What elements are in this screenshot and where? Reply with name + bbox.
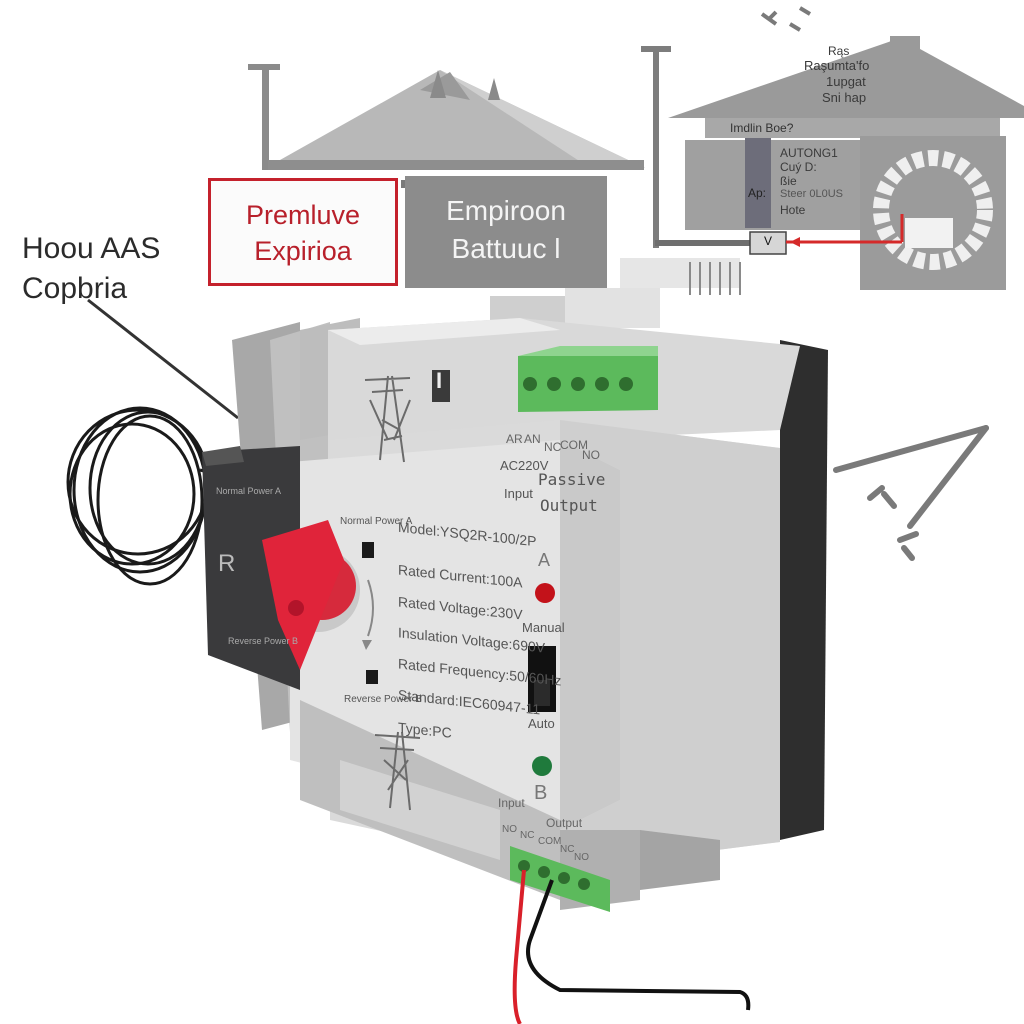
top-terminal-label-3: NC [544, 440, 562, 454]
top-glyph: I [436, 368, 443, 393]
power-tower-icon-bottom [374, 731, 421, 811]
knob-bottom-text: Reverse Power B [344, 694, 422, 705]
panel-title: Imdlin Boe? [730, 121, 794, 135]
bottom-terminal-label-3: COM [538, 836, 562, 847]
callout-line-1: Hoou AAS [22, 232, 161, 265]
indicator-a-led [535, 583, 555, 603]
output-label: Output [540, 496, 598, 515]
top-terminal-label-5: NO [582, 448, 600, 462]
cable-ties-drawing [833, 425, 989, 561]
bottom-terminal-label-2: NC [520, 830, 535, 841]
left-module [202, 446, 300, 690]
auto-label: Auto [528, 716, 555, 731]
callout-line-2: Copbria [22, 272, 128, 305]
top-terminal-label-1: AR [506, 432, 523, 446]
bottom-output-label: Output [546, 816, 583, 830]
left-module-top-text: Normal Power A [216, 486, 282, 496]
bottom-terminal-label-1: NO [502, 824, 517, 835]
roof-text-3: 1upgat [826, 74, 866, 89]
left-module-letter: R [218, 550, 236, 577]
passive-label: Passive [538, 470, 606, 489]
indicator-a-label: A [538, 550, 551, 570]
bottom-terminal-block [510, 846, 610, 912]
top-terminal-label-4: COM [560, 438, 588, 452]
panel-text-3: ßie [780, 174, 797, 188]
panel-text-4: Steer 0L0US [780, 188, 843, 200]
top-terminal-block [518, 346, 658, 412]
red-wire [512, 869, 526, 1024]
junction-label: V [764, 234, 773, 248]
battery-box-line-1: Empiroon [446, 195, 566, 226]
callout-pointer [87, 298, 239, 420]
ats-switch-device [232, 318, 828, 910]
battery-box: Empiroon Battuuc l [405, 176, 607, 288]
left-module-bottom-text: Reverse Power B [228, 636, 299, 646]
decor-scribbles [760, 6, 812, 32]
window-b [366, 670, 378, 684]
input-label: Input [504, 486, 533, 501]
manual-label: Manual [522, 620, 565, 635]
panel-text-5: Hote [780, 203, 806, 217]
window-a [362, 542, 374, 558]
left-house-drawing [248, 64, 645, 188]
top-marker [432, 370, 450, 402]
selector-knob [262, 520, 374, 670]
battery-box-line-2: Battuuc l [451, 233, 561, 264]
indicator-b-label: B [534, 782, 548, 804]
black-wire [526, 879, 751, 1011]
roof-text-2: Raşumta'fo [804, 58, 870, 73]
bottom-terminal-label-5: NO [574, 852, 589, 863]
roof-text-1: Rąs [828, 44, 850, 58]
roof-text-4: Sni hap [822, 90, 867, 105]
power-tower-icon-top [364, 375, 411, 463]
indicator-b-led [532, 756, 552, 776]
panel-text-1: AUTONG1 [780, 146, 838, 160]
right-house-drawing [641, 36, 1024, 290]
bottom-terminal-label-4: NC [560, 844, 575, 855]
premium-box-line-1: Premluve [245, 200, 361, 230]
top-terminal-label-2: AN [524, 432, 541, 446]
ac-input-label: AC220V [500, 458, 549, 473]
panel-text-2: Cuý D: [780, 160, 817, 174]
manual-auto-switch [528, 646, 556, 712]
panel-tag: Ap: [748, 186, 767, 200]
premium-box: Premluve Expirioa [208, 178, 398, 286]
background-steps [490, 258, 741, 328]
bottom-input-label: Input [498, 796, 525, 810]
knob-top-text: Normal Power A [340, 516, 413, 527]
premium-box-line-2: Expirioa [254, 236, 352, 266]
